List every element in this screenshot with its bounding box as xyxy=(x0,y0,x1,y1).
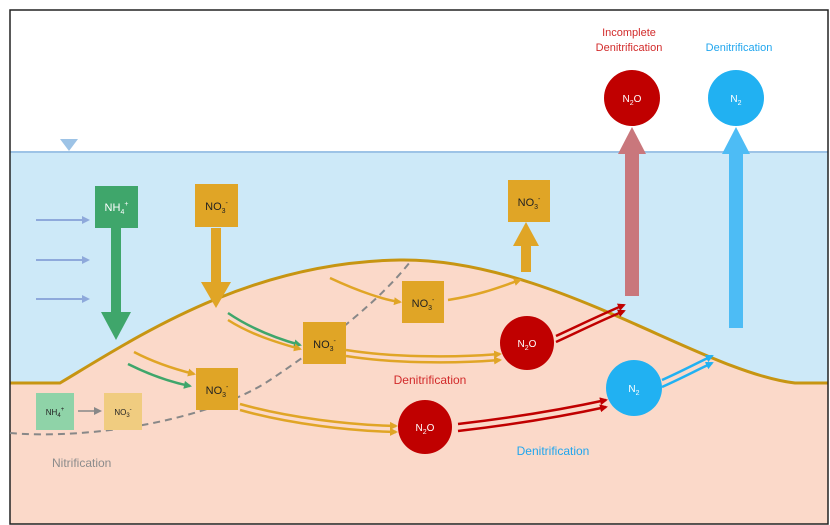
nitrification-label: Nitrification xyxy=(52,456,111,470)
incomplete-label-line1: Incomplete xyxy=(602,27,656,39)
inflow-arrows xyxy=(36,216,90,303)
flowpath-denitrification xyxy=(457,404,608,433)
flowpath-n2 xyxy=(661,354,714,382)
svg-text:N2O: N2O xyxy=(623,94,642,107)
svg-text:N2: N2 xyxy=(730,94,741,107)
n2-efflux-arrow xyxy=(722,127,750,328)
flowpath-denitrification xyxy=(555,309,626,344)
denitrification-mid-label: Denitrification xyxy=(394,373,467,387)
nh4-water-box: NH4+ xyxy=(95,186,138,228)
svg-text:NH4+: NH4+ xyxy=(105,201,129,216)
flowpath-nitrate xyxy=(345,348,502,359)
svg-text:NO3-: NO3- xyxy=(412,297,435,312)
water-level-icon xyxy=(60,139,78,151)
svg-text:NO3-: NO3- xyxy=(313,338,336,353)
svg-text:NH4+: NH4+ xyxy=(46,407,65,419)
frame-border xyxy=(9,9,829,525)
flowpath-denitrification xyxy=(457,397,608,426)
svg-text:NO3-: NO3- xyxy=(206,384,229,399)
no3-bed-box: NO3- xyxy=(402,281,444,323)
bedform-outline xyxy=(10,258,828,385)
svg-text:N2: N2 xyxy=(628,384,639,397)
denitrification-low-label: Denitrification xyxy=(517,444,590,458)
flowpath-nitrate xyxy=(447,278,522,302)
svg-text:NO3-: NO3- xyxy=(205,200,228,215)
no3-bed-box: NO3- xyxy=(196,368,238,410)
flowpath-nitrate xyxy=(239,402,398,430)
denitrification-air-label: Denitrification xyxy=(706,42,773,54)
n2o-bed-circle: N2O xyxy=(500,316,554,370)
n2o-air-circle: N2O xyxy=(604,70,660,126)
no3-top-box: NO3- xyxy=(508,180,550,222)
flowpath-denitrification xyxy=(555,303,626,338)
nh4-legend-box: NH4+ xyxy=(36,393,74,430)
n2-air-circle: N2 xyxy=(708,70,764,126)
nitrification-boundary xyxy=(9,261,411,436)
svg-text:N2O: N2O xyxy=(416,423,435,436)
flowpath-nitrate xyxy=(227,318,302,352)
nitrate-upward-arrow xyxy=(513,222,539,272)
flowpath-nitrate xyxy=(239,408,398,436)
flowpath-nitrate xyxy=(329,276,402,306)
flowpaths xyxy=(78,276,714,436)
flowpath-n2 xyxy=(661,361,714,389)
flowpath-nitrate xyxy=(133,350,196,377)
no3-bed-box: NO3- xyxy=(303,322,346,364)
flowpath-nitrification xyxy=(127,362,192,389)
incomplete-label-line2: Denitrification xyxy=(596,42,663,54)
n2o-efflux-arrow xyxy=(618,127,646,296)
n2-bed-circle: N2 xyxy=(606,360,662,416)
nitrate-downward-arrow xyxy=(201,228,231,308)
svg-text:NO3-: NO3- xyxy=(114,407,131,419)
ammonium-downward-arrow xyxy=(101,228,131,340)
flowpath-nitrate xyxy=(345,354,502,365)
svg-text:N2O: N2O xyxy=(518,339,537,352)
n2o-bed-circle: N2O xyxy=(398,400,452,454)
no3-water-box: NO3- xyxy=(195,184,238,227)
no3-legend-box: NO3- xyxy=(104,393,142,430)
sediment-region xyxy=(10,259,828,524)
flowpath-nitrification xyxy=(227,311,302,348)
svg-text:NO3-: NO3- xyxy=(518,196,541,211)
